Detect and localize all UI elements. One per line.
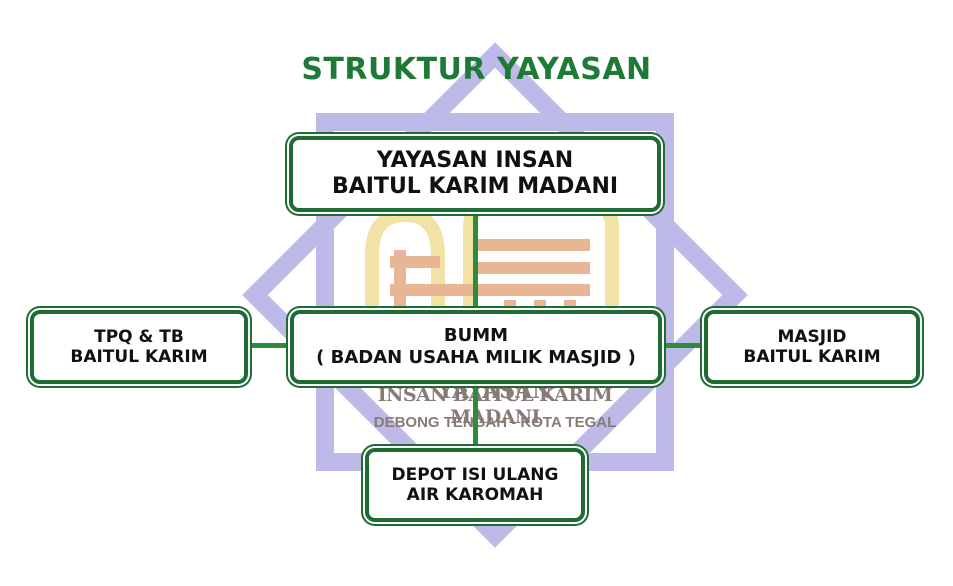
node-tpq-line2: BAITUL KARIM xyxy=(70,347,208,367)
node-yayasan-line2: BAITUL KARIM MADANI xyxy=(331,174,619,199)
node-depot-line2: AIR KAROMAH xyxy=(406,485,544,505)
node-depot: DEPOT ISI ULANG AIR KAROMAH xyxy=(365,448,585,522)
node-tpq: TPQ & TB BAITUL KARIM xyxy=(30,310,248,384)
node-tpq-line1: TPQ & TB xyxy=(94,326,184,347)
connector-center-right xyxy=(662,343,704,348)
node-bumm-line1: BUMM xyxy=(443,325,509,347)
node-depot-line1: DEPOT ISI ULANG xyxy=(391,464,559,485)
connector-left-center xyxy=(248,343,290,348)
node-bumm-line2: ( BADAN USAHA MILIK MASJID ) xyxy=(316,347,636,368)
node-yayasan: YAYASAN INSAN BAITUL KARIM MADANI xyxy=(289,136,661,212)
connector-center-bottom xyxy=(473,384,478,448)
node-masjid-line1: MASJID xyxy=(777,326,847,347)
watermark-line2: INSAN BAITUL KARIM MADANI xyxy=(377,384,613,428)
node-masjid-line2: BAITUL KARIM xyxy=(743,347,881,367)
node-bumm: BUMM ( BADAN USAHA MILIK MASJID ) xyxy=(290,310,662,384)
star-diamond xyxy=(242,42,748,548)
diagram-title: STRUKTUR YAYASAN xyxy=(301,52,652,87)
node-masjid: MASJID BAITUL KARIM xyxy=(704,310,920,384)
watermark-line3: DEBONG TENGAH - KOTA TEGAL xyxy=(373,414,617,431)
connector-top-center xyxy=(473,212,478,310)
node-yayasan-line1: YAYASAN INSAN xyxy=(376,147,574,173)
